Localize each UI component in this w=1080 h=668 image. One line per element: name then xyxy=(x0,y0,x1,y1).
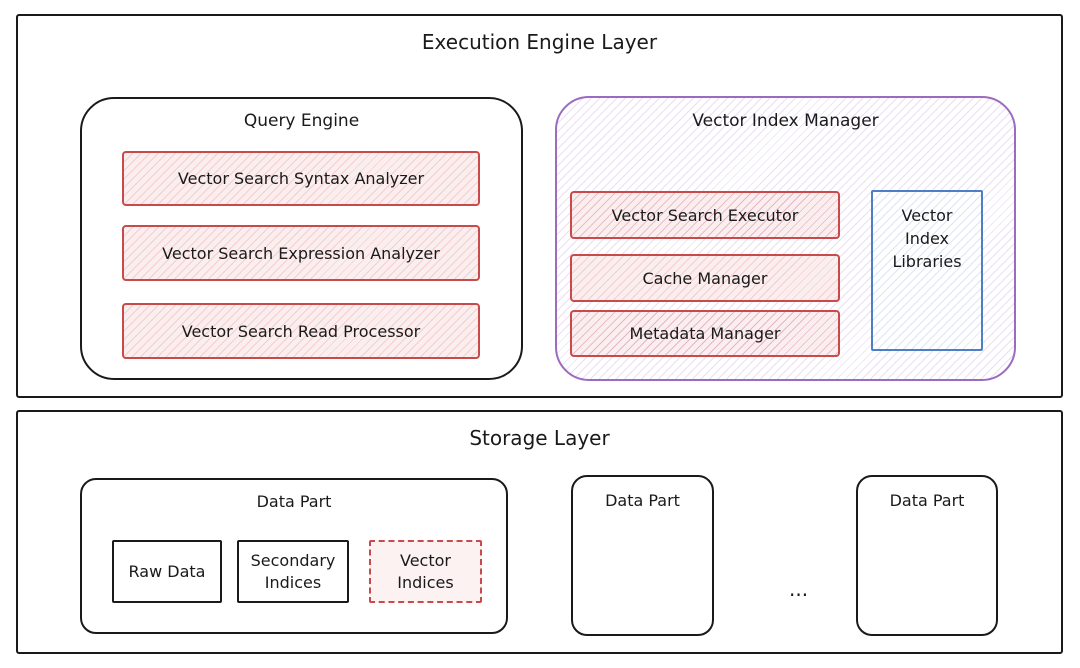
raw-data-label: Raw Data xyxy=(128,561,206,581)
vector-search-expression-analyzer: Vector Search Expression Analyzer xyxy=(122,225,480,281)
vector-index-manager-title: Vector Index Manager xyxy=(692,111,879,131)
vector-search-syntax-analyzer: Vector Search Syntax Analyzer xyxy=(122,151,480,206)
data-part-1-title: Data Part xyxy=(256,492,332,511)
vector-indices: Vector Indices xyxy=(369,540,482,603)
vector-indices-line-2: Indices xyxy=(397,572,454,592)
data-part-2-title: Data Part xyxy=(605,491,680,510)
storage-layer-title: Storage Layer xyxy=(469,426,610,450)
vector-index-libraries-line-1: Vector xyxy=(901,206,953,225)
query-engine-title: Query Engine xyxy=(243,111,360,131)
cache-manager: Cache Manager xyxy=(570,254,840,302)
storage-layer: Storage Layer xyxy=(16,410,1063,654)
vector-search-executor: Vector Search Executor xyxy=(570,191,840,239)
vector-index-libraries-line-3: Libraries xyxy=(892,252,962,271)
execution-engine-layer: Execution Engine Layer xyxy=(16,14,1063,398)
data-part-2: Data Part xyxy=(571,475,714,636)
secondary-indices-line-2: Indices xyxy=(264,572,322,592)
vector-indices-line-1: Vector xyxy=(400,550,451,570)
vector-index-libraries-line-2: Index xyxy=(904,229,950,248)
secondary-indices-line-1: Secondary xyxy=(250,550,336,570)
vector-search-read-processor: Vector Search Read Processor xyxy=(122,303,480,359)
metadata-manager: Metadata Manager xyxy=(570,310,840,357)
execution-engine-layer-title: Execution Engine Layer xyxy=(421,30,658,54)
data-part-3-title: Data Part xyxy=(889,491,965,510)
data-part-3: Data Part xyxy=(856,475,998,636)
vector-index-libraries: Vector Index Libraries xyxy=(871,190,983,351)
ellipsis: ... xyxy=(789,577,809,601)
secondary-indices: Secondary Indices xyxy=(237,540,349,603)
query-engine: Query Engine xyxy=(80,97,523,380)
raw-data: Raw Data xyxy=(112,540,222,603)
